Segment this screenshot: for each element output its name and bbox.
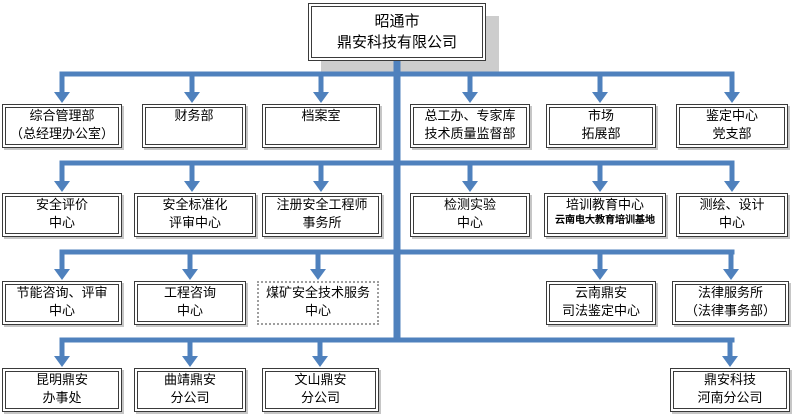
- org-node-testing-laboratory-center: 检测实验 中心: [410, 193, 530, 237]
- node-label: 曲靖鼎安 分公司: [163, 373, 216, 407]
- node-label: 培训教育中心: [565, 198, 644, 213]
- node-label: 鼎安科技 河南分公司: [697, 373, 763, 407]
- node-label: 总工办、专家库 技术质量监督部: [424, 109, 516, 143]
- node-label: 法律服务所 （法律事务部）: [684, 286, 776, 320]
- org-node-wenshan-dingan-branch: 文山鼎安 分公司: [262, 368, 379, 412]
- org-node-appraisal-center-party-branch: 鉴定中心 党支部: [676, 104, 788, 148]
- node-label: 云南鼎安 司法鉴定中心: [561, 286, 640, 320]
- org-node-coal-mine-safety-technical-service-center: 煤矿安全技术服务 中心: [257, 281, 379, 325]
- node-label: 市场 拓展部: [581, 109, 621, 143]
- org-node-archives-room: 档案室: [262, 104, 380, 148]
- node-label: 财务部: [174, 109, 214, 124]
- org-node-engineering-consulting-center: 工程咨询 中心: [134, 281, 246, 325]
- org-node-yunnan-dingan-judicial-appraisal-center: 云南鼎安 司法鉴定中心: [546, 281, 656, 325]
- node-label: 工程咨询 中心: [163, 286, 216, 320]
- org-node-training-education-center: 培训教育中心 云南电大教育培训基地: [544, 193, 666, 237]
- org-node-finance-dept: 财务部: [142, 104, 246, 148]
- org-node-safety-standardization-review-center: 安全标准化 评审中心: [134, 193, 256, 237]
- node-label: 测绘、设计 中心: [699, 198, 765, 232]
- node-label: 昆明鼎安 办事处: [35, 373, 88, 407]
- node-label: 档案室: [301, 109, 341, 124]
- node-label: 安全评价 中心: [35, 198, 88, 232]
- org-node-safety-evaluation-center: 安全评价 中心: [2, 193, 122, 237]
- node-sublabel: 云南电大教育培训基地: [555, 215, 655, 227]
- node-label: 综合管理部 （总经理办公室）: [9, 109, 114, 143]
- node-label: 节能咨询、评审 中心: [16, 286, 108, 320]
- node-label: 注册安全工程师 事务所: [276, 198, 368, 232]
- node-label: 煤矿安全技术服务 中心: [265, 285, 370, 319]
- org-node-energy-conservation-consulting-review-center: 节能咨询、评审 中心: [2, 281, 122, 325]
- org-node-market-expansion-dept: 市场 拓展部: [546, 104, 656, 148]
- node-label: 文山鼎安 分公司: [294, 373, 347, 407]
- org-node-qujing-dingan-branch: 曲靖鼎安 分公司: [134, 368, 246, 412]
- company-name: 昭通市 鼎安科技有限公司: [336, 11, 457, 51]
- org-node-chief-engineer-office-quality-supervision-dept: 总工办、专家库 技术质量监督部: [410, 104, 530, 148]
- node-label: 检测实验 中心: [443, 198, 496, 232]
- org-node-kunming-dingan-office: 昆明鼎安 办事处: [2, 368, 122, 412]
- org-node-surveying-design-center: 测绘、设计 中心: [676, 193, 788, 237]
- node-label: 安全标准化 评审中心: [162, 198, 228, 232]
- org-node-comprehensive-management-dept: 综合管理部 （总经理办公室）: [2, 104, 122, 148]
- org-node-company-root: 昭通市 鼎安科技有限公司: [308, 3, 486, 61]
- org-node-dingan-technology-henan-branch: 鼎安科技 河南分公司: [670, 368, 790, 412]
- org-node-legal-service-office: 法律服务所 （法律事务部）: [672, 281, 789, 325]
- org-node-registered-safety-engineer-office: 注册安全工程师 事务所: [262, 193, 382, 237]
- node-label: 鉴定中心 党支部: [705, 109, 758, 143]
